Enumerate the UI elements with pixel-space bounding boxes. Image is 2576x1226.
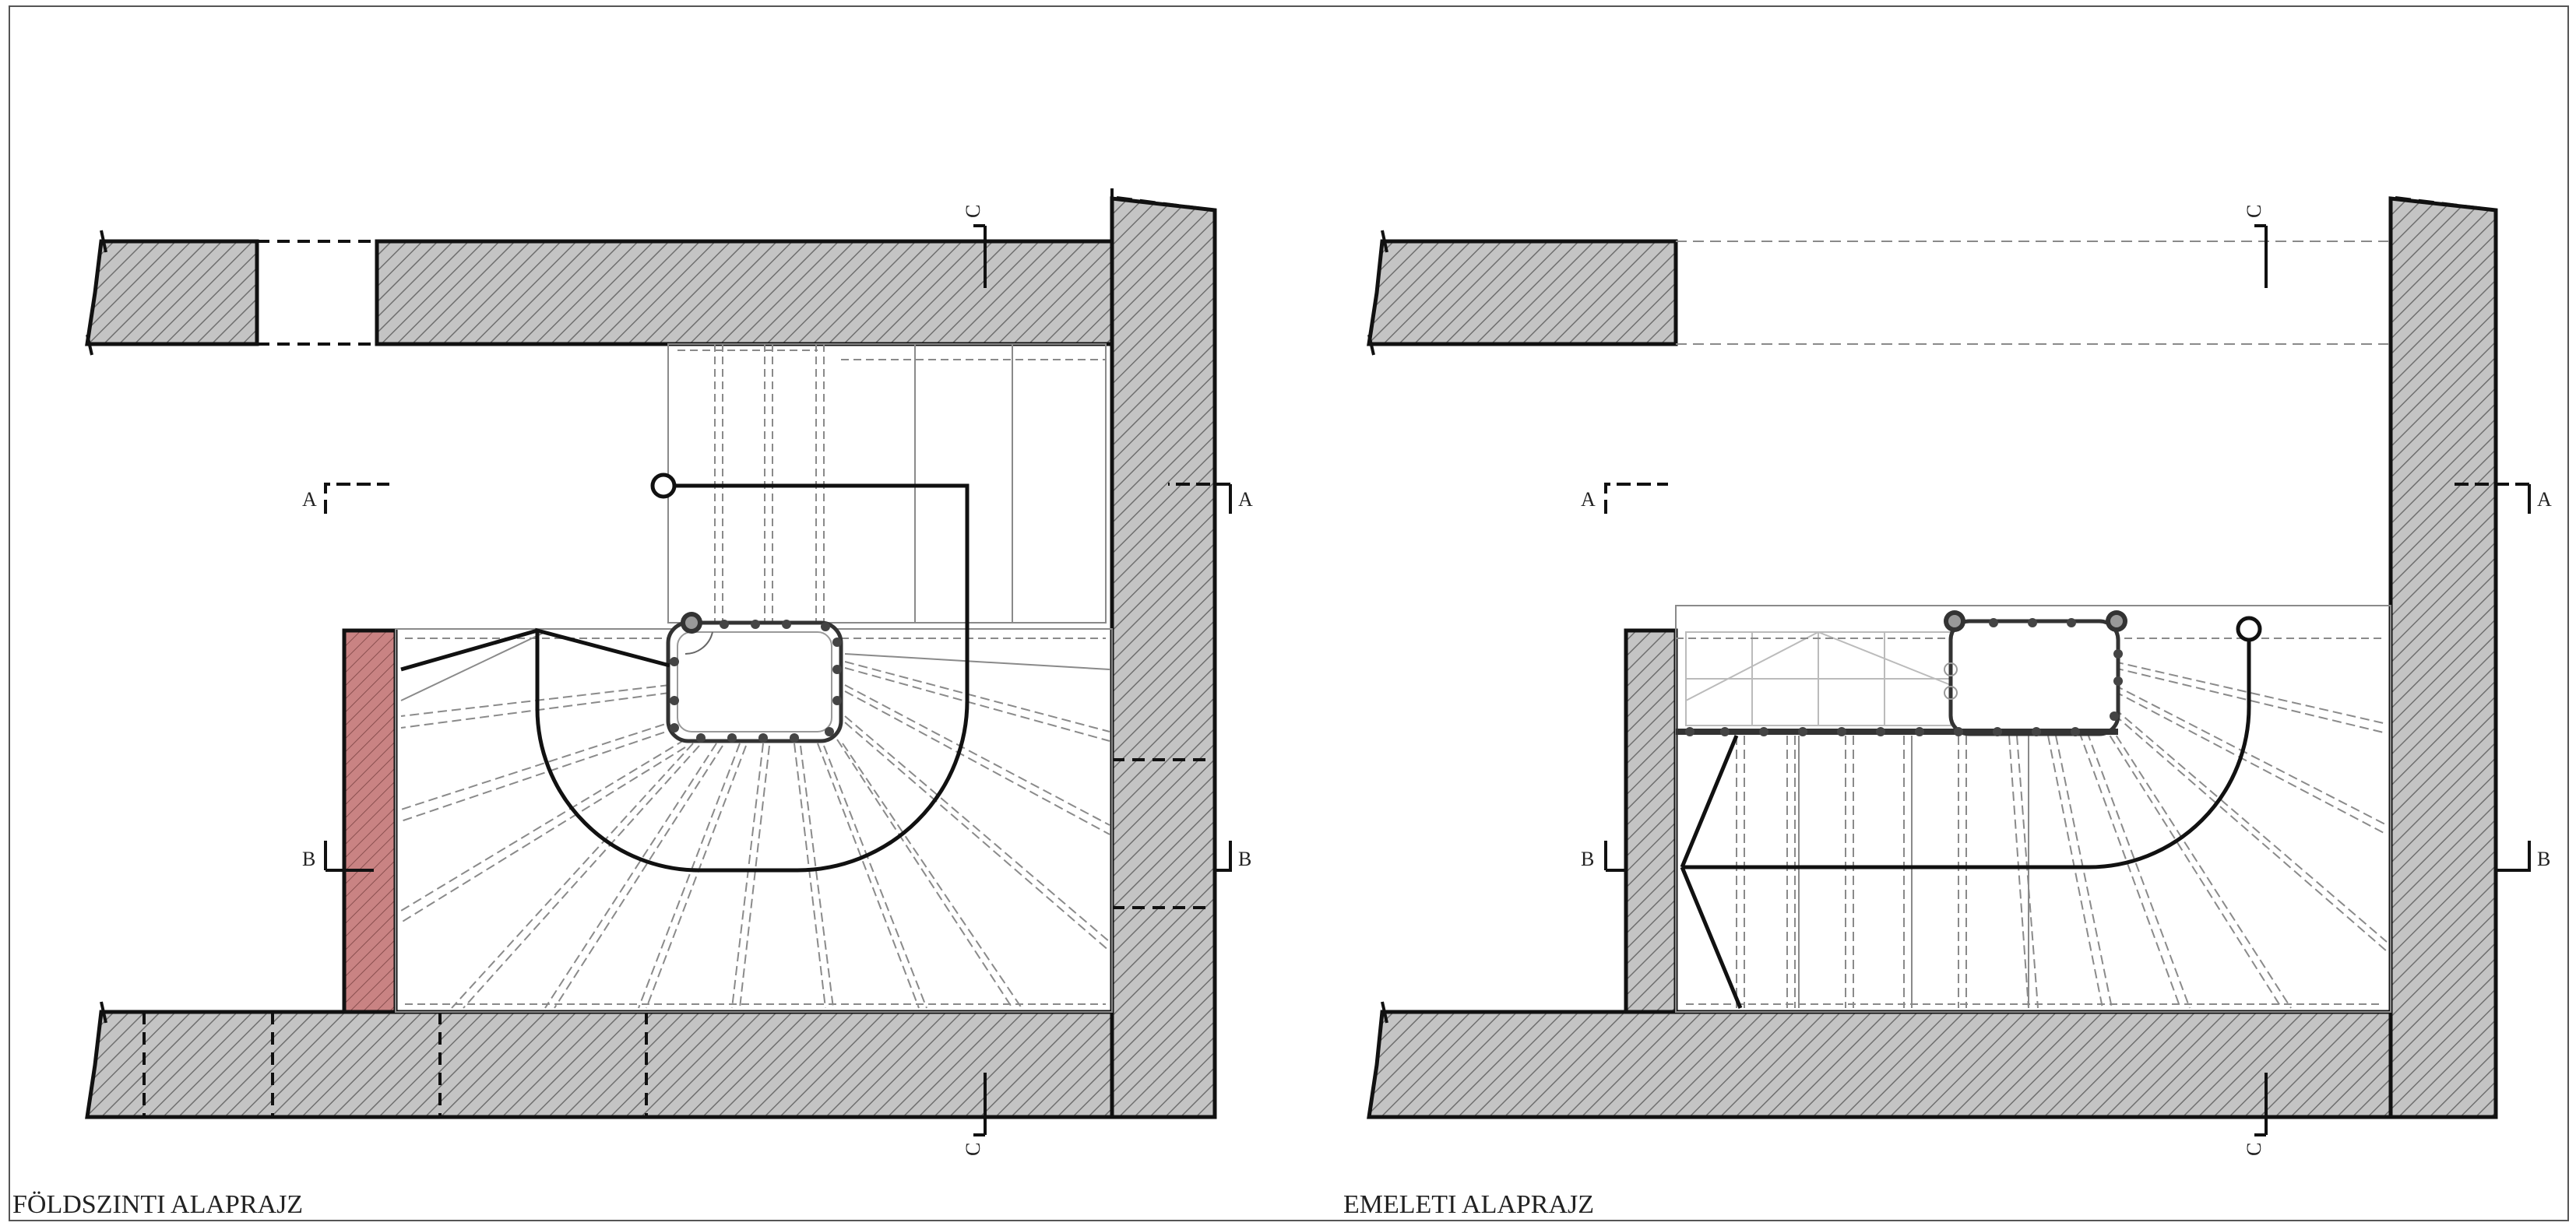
brick-wall-left bbox=[342, 628, 398, 1014]
upper-section-marks bbox=[1604, 224, 2531, 1136]
opening-dashes bbox=[143, 240, 1215, 1117]
upper-section-label-a-left: A bbox=[1581, 488, 1596, 511]
upper-walls bbox=[1367, 196, 2498, 1119]
wall-bottom bbox=[1367, 1010, 2393, 1119]
wall-break-marks bbox=[86, 188, 1216, 1024]
stairwell-opening bbox=[666, 612, 843, 743]
ground-section-marks bbox=[324, 224, 1232, 1136]
wall-top-main bbox=[375, 239, 1114, 346]
wall-right bbox=[2388, 196, 2498, 1119]
walking-line bbox=[400, 472, 970, 873]
sheet-border bbox=[9, 5, 2569, 1221]
wall-bottom bbox=[85, 1010, 1114, 1119]
wall-top-left bbox=[1367, 239, 1678, 346]
ground-floor-plan bbox=[85, 188, 1232, 1136]
upper-floor-plan bbox=[1367, 196, 2531, 1136]
upper-projection-lines bbox=[1676, 241, 2391, 345]
upper-wall-breaks bbox=[1367, 196, 2497, 1024]
section-label-c-bottom: C bbox=[962, 1143, 984, 1156]
upper-section-label-c-bottom: C bbox=[2243, 1143, 2265, 1156]
section-label-b-left: B bbox=[302, 848, 315, 870]
winder-treads bbox=[400, 631, 1110, 1009]
wall-top-left bbox=[85, 239, 259, 346]
section-label-a-left: A bbox=[302, 488, 317, 511]
ground-walls bbox=[85, 196, 1217, 1119]
wall-right bbox=[1110, 196, 1217, 1119]
upper-straight-treads bbox=[1736, 736, 2029, 1008]
ground-floor-title: FÖLDSZINTI ALAPRAJZ bbox=[12, 1190, 303, 1219]
section-label-a-right: A bbox=[1238, 488, 1253, 511]
upper-winder-treads bbox=[2008, 661, 2388, 1009]
section-label-c-top: C bbox=[962, 205, 984, 218]
upper-walking-line bbox=[1680, 616, 2262, 1009]
upper-floor-title: EMELETI ALAPRAJZ bbox=[1343, 1190, 1594, 1219]
upper-section-label-c-top: C bbox=[2243, 205, 2265, 218]
upper-section-label-b-left: B bbox=[1581, 848, 1594, 870]
upper-section-label-a-right: A bbox=[2537, 488, 2552, 511]
upper-stair-run bbox=[667, 343, 1107, 624]
upper-section-label-b-right: B bbox=[2537, 848, 2550, 870]
wall-left-pier bbox=[1624, 628, 1678, 1014]
section-label-b-right: B bbox=[1238, 848, 1251, 870]
upper-railing bbox=[1676, 610, 2127, 736]
